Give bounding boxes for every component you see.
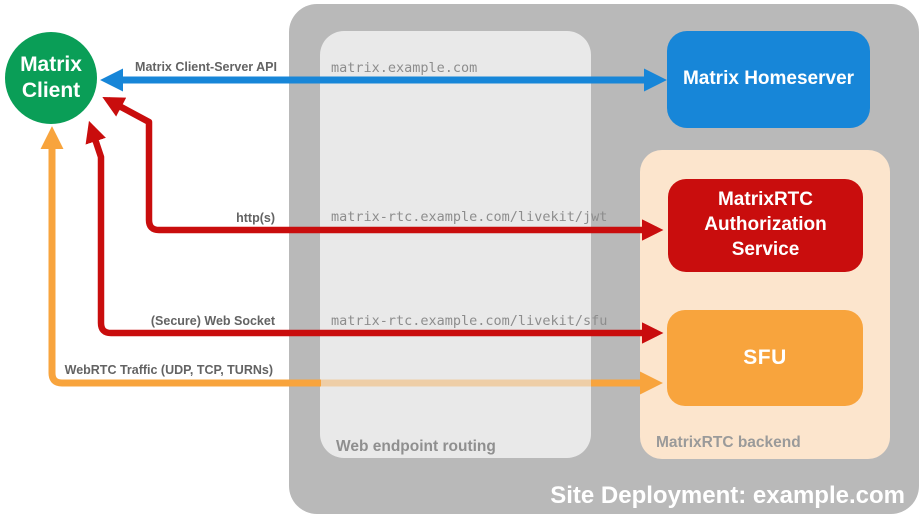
client-server-api-label: Matrix Client-Server API [135,60,277,74]
auth-service-label: MatrixRTC Authorization Service [704,189,827,260]
web-socket-label: (Secure) Web Socket [150,314,275,328]
sfu-label: SFU [743,346,787,370]
site-deployment-label: Site Deployment: example.com [550,482,905,509]
matrix-client-label: Matrix Client [20,52,82,102]
endpoint-livekit-jwt: matrix-rtc.example.com/livekit/jwt [331,209,608,225]
matrix-client-node: Matrix Client [5,32,97,124]
matrix-homeserver-label: Matrix Homeserver [682,68,855,90]
webrtc-traffic-label: WebRTC Traffic (UDP, TCP, TURNs) [64,363,273,377]
matrixrtc-authorization-service-node: MatrixRTC Authorization Service [668,179,863,272]
web-endpoint-routing-container [320,31,591,458]
endpoint-livekit-sfu: matrix-rtc.example.com/livekit/sfu [331,313,608,329]
matrixrtc-backend-label: MatrixRTC backend [656,434,801,451]
sfu-node: SFU [667,310,863,406]
matrix-homeserver-node: Matrix Homeserver [667,31,870,128]
https-label: http(s) [236,211,275,225]
web-endpoint-routing-label: Web endpoint routing [336,438,496,455]
endpoint-matrix-example-com: matrix.example.com [331,60,478,76]
